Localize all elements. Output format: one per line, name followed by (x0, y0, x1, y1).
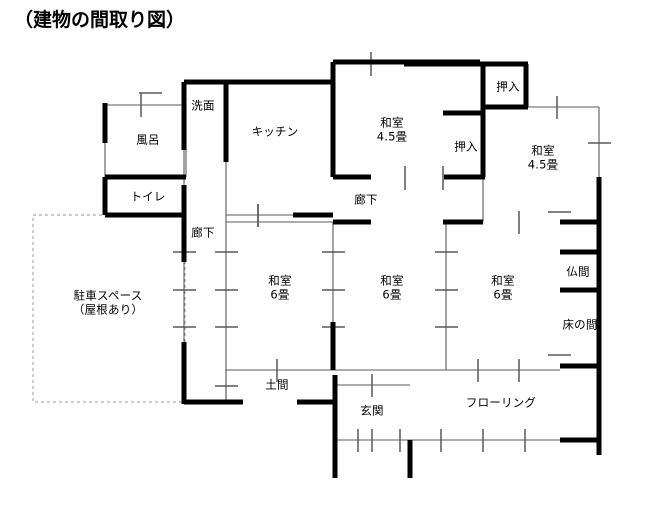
room-label-washitsu-6-b: 和室 6畳 (380, 273, 404, 301)
room-label-washroom: 洗面 (191, 98, 215, 113)
room-label-corridor-2: 廊下 (354, 192, 378, 207)
room-label-closet-mid: 押入 (454, 139, 478, 154)
room-label-tokonoma: 床の間 (562, 317, 598, 332)
room-label-flooring: フローリング (465, 395, 537, 410)
room-label-corridor-1: 廊下 (191, 225, 215, 240)
thin-walls-group (104, 104, 600, 441)
page-title: （建物の間取り図） (14, 9, 186, 31)
room-label-butsuma: 仏間 (566, 264, 590, 279)
parking-outline-group (32, 214, 186, 403)
parking-area-outline (32, 214, 186, 403)
room-label-kitchen: キッチン (251, 124, 299, 139)
room-label-closet-top: 押入 (496, 79, 520, 94)
room-label-genkan: 玄関 (360, 403, 384, 418)
room-label-washitsu-45-b: 和室 4.5畳 (527, 143, 559, 171)
room-label-toilet: トイレ (130, 189, 166, 204)
thick-walls-group (102, 59, 602, 478)
room-label-bath: 風呂 (136, 132, 160, 147)
room-label-washitsu-45-a: 和室 4.5畳 (376, 115, 408, 143)
room-label-parking: 駐車スペース （屋根あり） (72, 288, 144, 316)
room-label-doma: 土間 (265, 377, 289, 392)
room-label-washitsu-6-c: 和室 6畳 (491, 273, 515, 301)
room-label-washitsu-6-a: 和室 6畳 (268, 273, 292, 301)
